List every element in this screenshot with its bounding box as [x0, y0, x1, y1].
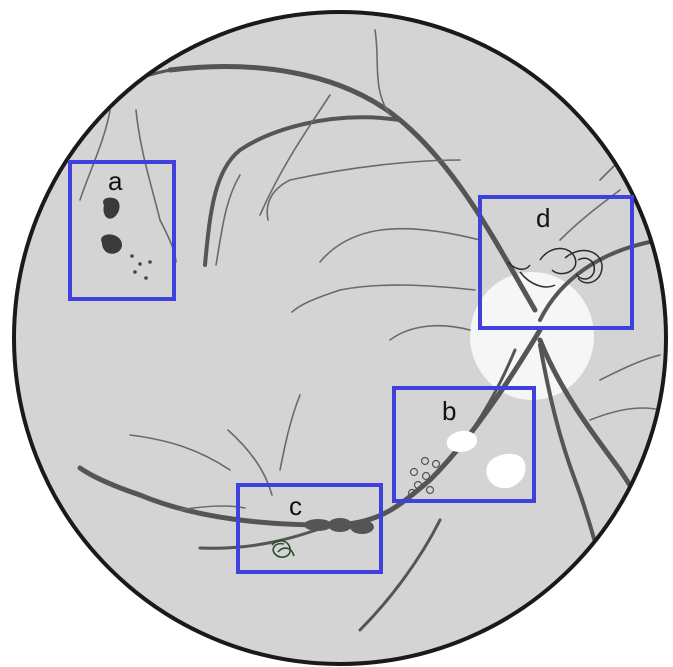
- optic-disc: [470, 272, 594, 400]
- label-a: a: [108, 166, 123, 196]
- microaneurysm: [138, 262, 142, 266]
- microaneurysm: [130, 254, 134, 258]
- microaneurysm: [148, 260, 152, 264]
- label-c: c: [289, 491, 302, 521]
- label-b: b: [442, 396, 456, 426]
- label-d: d: [536, 203, 550, 233]
- microaneurysm: [133, 270, 137, 274]
- microaneurysm: [144, 276, 148, 280]
